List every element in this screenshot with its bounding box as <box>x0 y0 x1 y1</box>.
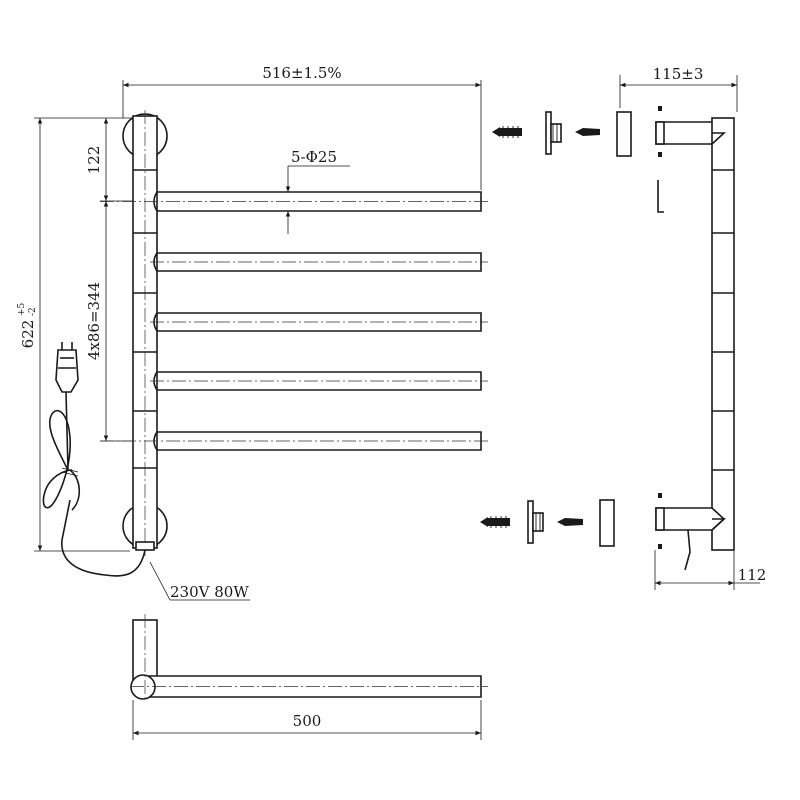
wall-marker <box>658 106 662 111</box>
cover-cap <box>599 499 615 547</box>
top-view-pivot <box>130 674 156 700</box>
power-cord <box>42 342 146 577</box>
side-view: 115±3 <box>619 65 767 590</box>
side-depth-label: 115±3 <box>653 65 704 83</box>
overall-height-label: 622 <box>19 320 37 349</box>
wall-plug-icon <box>480 517 488 527</box>
overall-height-tol-lower: -2 <box>28 307 38 316</box>
post-joints <box>133 169 157 469</box>
wall-plug-body <box>500 128 522 136</box>
wall-plug-body <box>488 518 510 526</box>
towel-bar <box>100 431 488 451</box>
side-tube-joints <box>712 169 734 471</box>
side-cord <box>684 529 691 571</box>
top-offset-dimension: 122 <box>85 118 109 201</box>
wall-plug-icon <box>492 127 500 137</box>
side-base-depth-dimension: 112 <box>654 550 767 590</box>
wall-marker <box>658 152 662 157</box>
bottom-arm-base <box>655 507 665 531</box>
side-vertical-tube <box>711 117 735 551</box>
tube-diameter-callout: 5-Φ25 <box>285 148 350 234</box>
electrical-rating-callout: 230V 80W <box>149 561 250 601</box>
overall-width-dimension: 516±1.5% <box>122 64 482 190</box>
cover-cap <box>616 111 632 157</box>
overall-height-tol-upper: +5 <box>17 302 27 316</box>
screw-icon <box>575 128 600 136</box>
towel-bar <box>150 252 488 272</box>
bar-spacing-label: 4x86=344 <box>85 282 103 360</box>
top-view-length-dimension: 500 <box>132 700 482 740</box>
towel-bar <box>100 191 488 212</box>
electrical-rating-label: 230V 80W <box>170 583 249 601</box>
side-depth-dimension: 115±3 <box>619 65 738 112</box>
plug-icon <box>55 349 79 393</box>
front-view: 516±1.5% 622 +5 -2 122 4x86= <box>17 64 488 601</box>
towel-bars <box>100 191 488 451</box>
overall-height-dimension: 622 +5 -2 <box>17 117 135 552</box>
top-offset-label: 122 <box>85 146 103 175</box>
post-bottom-cap <box>135 541 155 551</box>
wall-marker <box>658 493 662 498</box>
allen-key-icon <box>657 180 664 213</box>
screw-icon <box>557 518 583 526</box>
mounting-hardware-bottom <box>480 499 615 547</box>
top-view-length-label: 500 <box>293 712 322 730</box>
side-base-depth-label: 112 <box>738 566 767 584</box>
tube-diameter-label: 5-Φ25 <box>291 148 337 166</box>
bracket-hub <box>532 512 544 532</box>
towel-bar <box>150 371 488 391</box>
bracket-hub <box>550 123 562 143</box>
top-view: 500 <box>130 614 488 740</box>
mounting-hardware-top <box>492 111 632 157</box>
overall-width-label: 516±1.5% <box>262 64 341 82</box>
towel-bar <box>150 312 488 332</box>
top-arm-base <box>655 121 665 145</box>
wall-marker <box>658 544 662 549</box>
